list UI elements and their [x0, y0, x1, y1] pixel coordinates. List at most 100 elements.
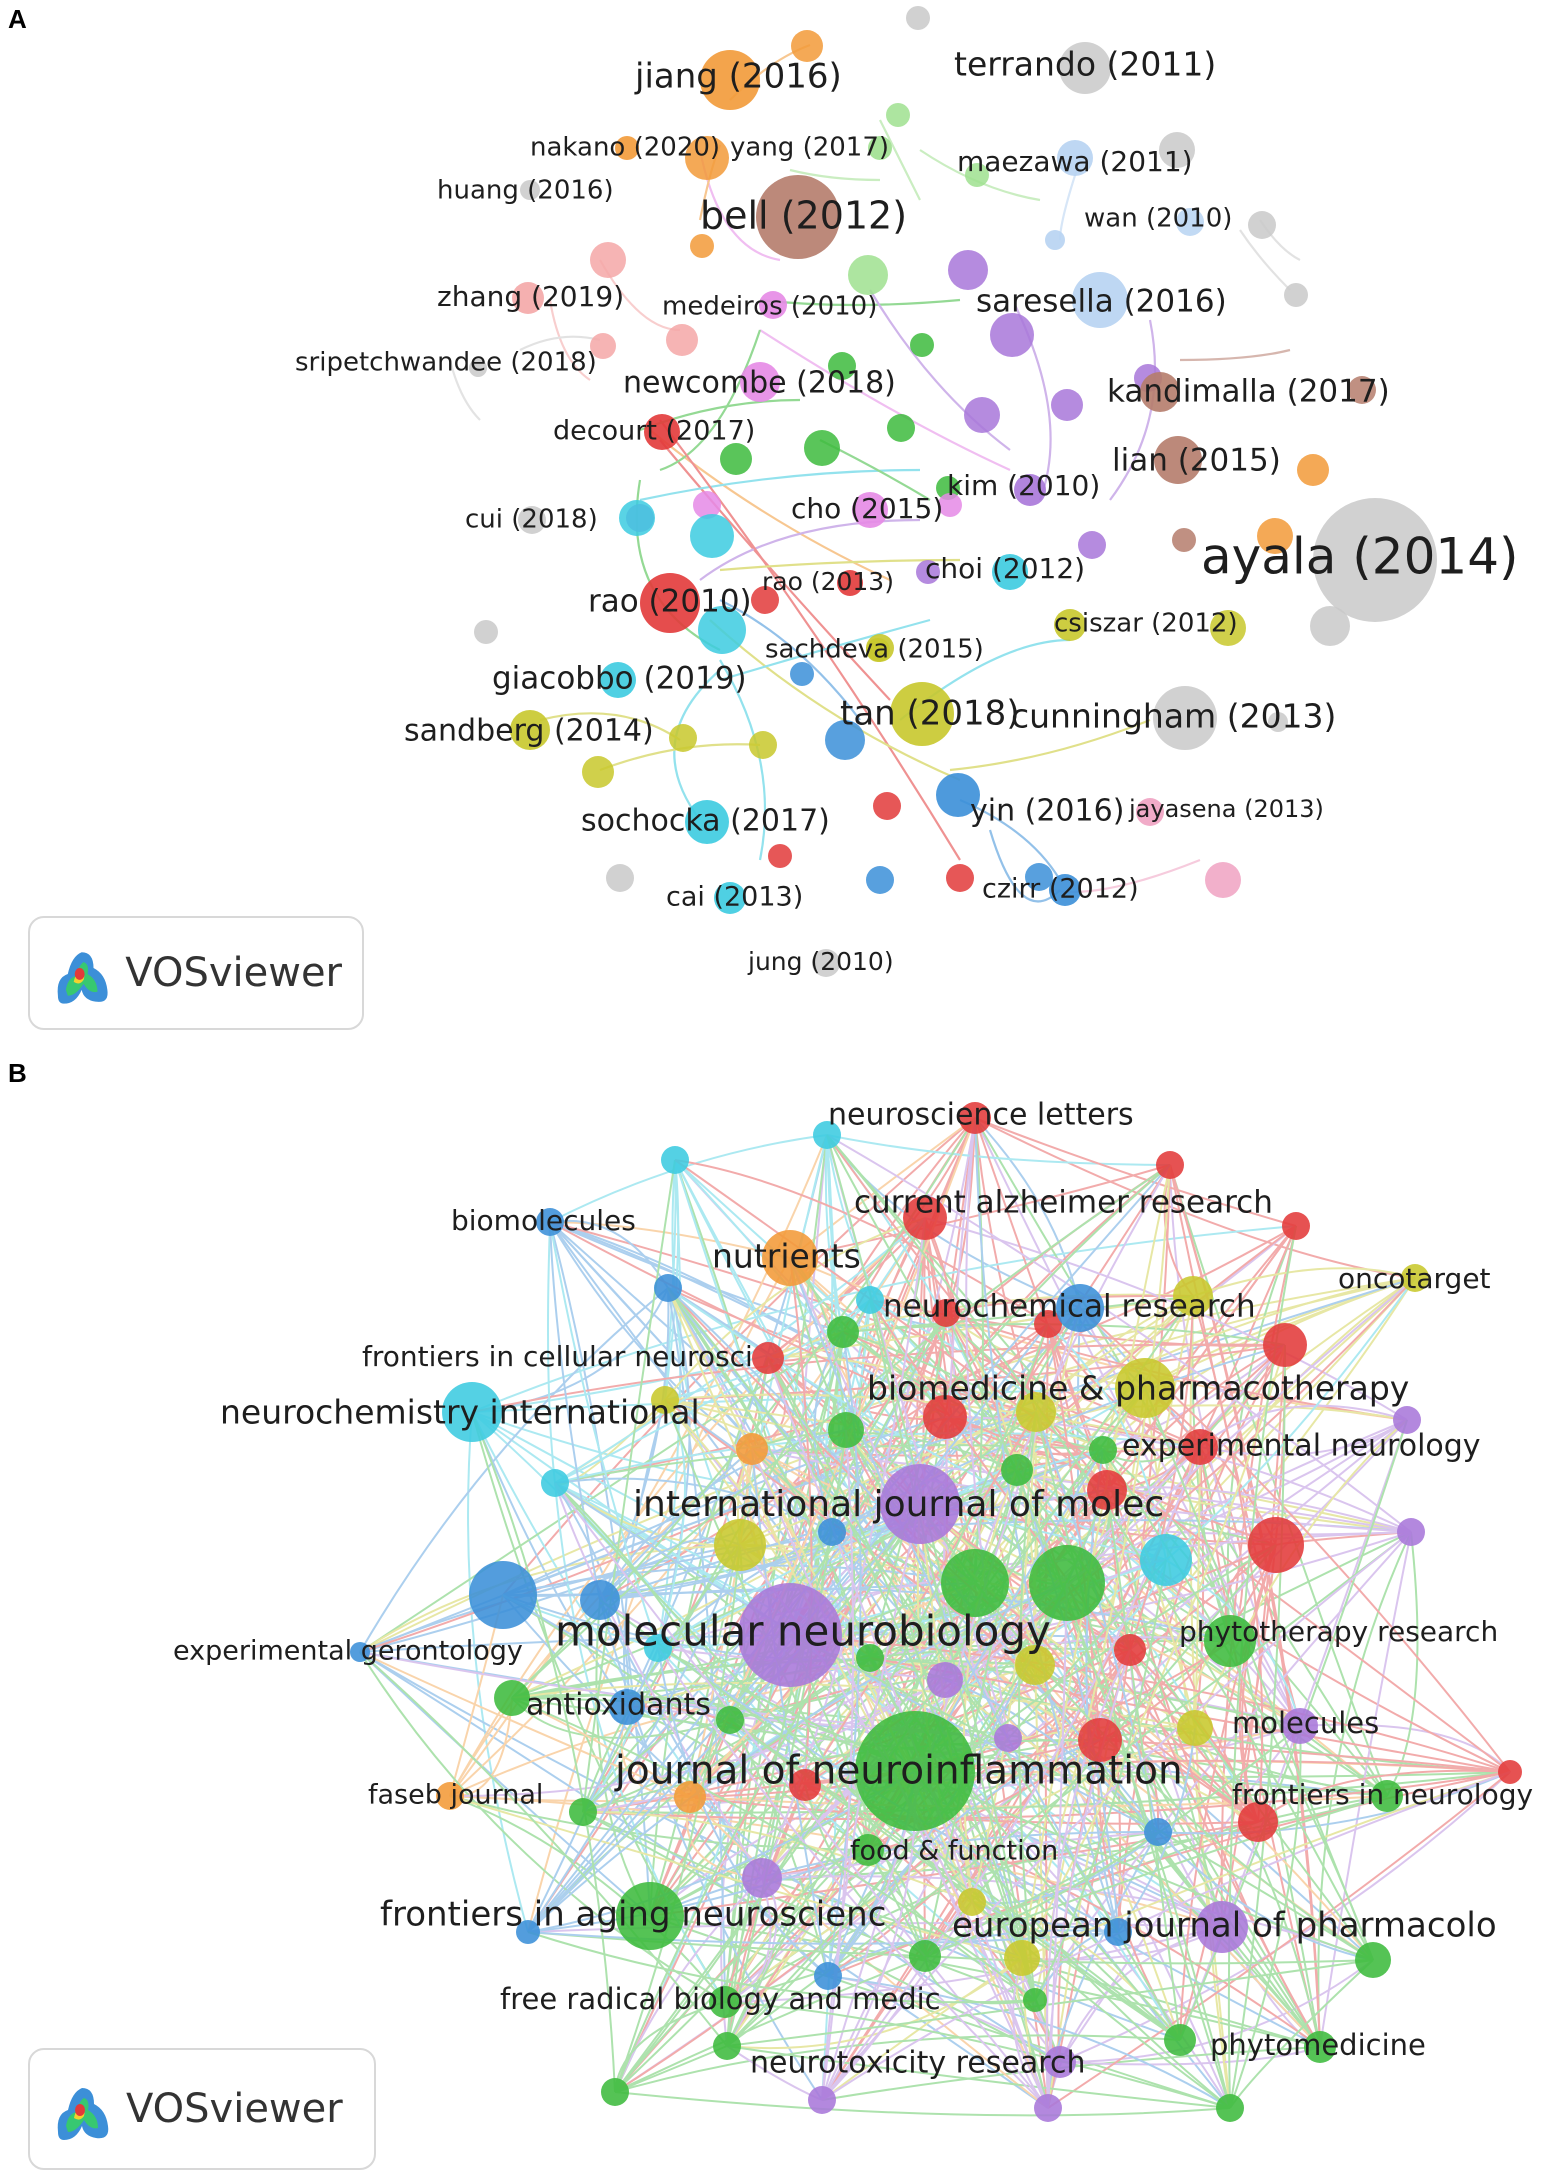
node[interactable]: [852, 1834, 884, 1866]
node[interactable]: [759, 291, 787, 319]
node-minor[interactable]: [742, 1858, 782, 1898]
node[interactable]: [936, 773, 980, 817]
node-minor[interactable]: [1015, 1645, 1055, 1685]
node-minor[interactable]: [1348, 376, 1376, 404]
node-minor[interactable]: [789, 1769, 821, 1801]
node[interactable]: [609, 1689, 645, 1725]
node-minor[interactable]: [674, 1781, 706, 1813]
node-minor[interactable]: [964, 397, 1000, 433]
node-minor[interactable]: [828, 352, 856, 380]
node[interactable]: [762, 1230, 818, 1286]
node-minor[interactable]: [1001, 1454, 1033, 1486]
node-minor[interactable]: [938, 493, 962, 517]
node-minor[interactable]: [909, 1940, 941, 1972]
node[interactable]: [1049, 874, 1081, 906]
node-minor[interactable]: [693, 491, 721, 519]
node[interactable]: [616, 1882, 684, 1950]
node-minor[interactable]: [1023, 1988, 1047, 2012]
node-minor[interactable]: [1248, 211, 1276, 239]
node-minor[interactable]: [965, 163, 989, 187]
node-minor[interactable]: [698, 606, 746, 654]
node-minor[interactable]: [1016, 1392, 1056, 1432]
node[interactable]: [1204, 1615, 1256, 1667]
node-minor[interactable]: [813, 1121, 841, 1149]
node-minor[interactable]: [569, 1798, 597, 1826]
node-minor[interactable]: [848, 255, 888, 295]
node[interactable]: [1136, 798, 1164, 826]
node[interactable]: [1196, 1901, 1248, 1953]
node[interactable]: [536, 1208, 564, 1236]
node[interactable]: [903, 1196, 947, 1240]
node[interactable]: [1072, 272, 1128, 328]
node-minor[interactable]: [856, 1286, 884, 1314]
node-minor[interactable]: [654, 1274, 682, 1302]
node[interactable]: [714, 882, 746, 914]
node[interactable]: [1059, 42, 1111, 94]
node[interactable]: [436, 1782, 464, 1810]
node[interactable]: [752, 1342, 784, 1374]
node-minor[interactable]: [580, 1580, 620, 1620]
node[interactable]: [812, 949, 840, 977]
node-minor[interactable]: [601, 2078, 629, 2106]
node-minor[interactable]: [941, 1549, 1009, 1617]
node-minor[interactable]: [1177, 1710, 1213, 1746]
node[interactable]: [350, 1642, 370, 1662]
node[interactable]: [1140, 372, 1180, 412]
node[interactable]: [442, 1382, 502, 1442]
node[interactable]: [510, 710, 550, 750]
node-minor[interactable]: [910, 333, 934, 357]
node-minor[interactable]: [1089, 1436, 1117, 1464]
node[interactable]: [880, 1464, 960, 1544]
node-minor[interactable]: [494, 1680, 530, 1716]
node[interactable]: [1304, 2031, 1336, 2063]
node[interactable]: [866, 634, 894, 662]
node-minor[interactable]: [1282, 1212, 1310, 1240]
node-minor[interactable]: [661, 1146, 689, 1174]
node-minor[interactable]: [887, 414, 915, 442]
node-minor[interactable]: [1397, 1518, 1425, 1546]
node-minor[interactable]: [651, 1386, 679, 1414]
node-minor[interactable]: [927, 1662, 963, 1698]
node[interactable]: [512, 282, 544, 314]
node[interactable]: [518, 506, 546, 534]
node-minor[interactable]: [946, 864, 974, 892]
node[interactable]: [520, 180, 540, 200]
node-minor[interactable]: [1257, 518, 1293, 554]
node[interactable]: [992, 554, 1028, 590]
node[interactable]: [1115, 1358, 1175, 1418]
node-minor[interactable]: [685, 136, 729, 180]
node-minor[interactable]: [1140, 1534, 1192, 1586]
node-minor[interactable]: [828, 1412, 864, 1448]
node-minor[interactable]: [825, 720, 865, 760]
node[interactable]: [615, 136, 639, 160]
node-minor[interactable]: [1078, 1718, 1122, 1762]
node-minor[interactable]: [866, 866, 894, 894]
node-minor[interactable]: [751, 586, 779, 614]
node-minor[interactable]: [768, 844, 792, 868]
node[interactable]: [868, 136, 892, 160]
node-minor[interactable]: [606, 864, 634, 892]
node-minor[interactable]: [474, 620, 498, 644]
node-minor[interactable]: [1159, 132, 1195, 168]
node[interactable]: [1014, 474, 1046, 506]
node-minor[interactable]: [669, 724, 697, 752]
node-minor[interactable]: [906, 6, 930, 30]
node-minor[interactable]: [1205, 862, 1241, 898]
node[interactable]: [756, 175, 840, 259]
node[interactable]: [1153, 686, 1217, 750]
node[interactable]: [890, 682, 954, 746]
network-a-map[interactable]: ayala (2014)terrando (2011)jiang (2016)n…: [0, 0, 1547, 1040]
node-minor[interactable]: [590, 242, 626, 278]
node[interactable]: [644, 414, 680, 450]
node-minor[interactable]: [1156, 1151, 1184, 1179]
node-minor[interactable]: [1051, 389, 1083, 421]
node-minor[interactable]: [1210, 610, 1246, 646]
node-minor[interactable]: [932, 1299, 960, 1327]
node-minor[interactable]: [666, 324, 698, 356]
node-minor[interactable]: [886, 103, 910, 127]
node-minor[interactable]: [1310, 606, 1350, 646]
node-minor[interactable]: [1114, 1634, 1146, 1666]
node-minor[interactable]: [582, 756, 614, 788]
node-minor[interactable]: [804, 430, 840, 466]
node-minor[interactable]: [1173, 1276, 1213, 1316]
